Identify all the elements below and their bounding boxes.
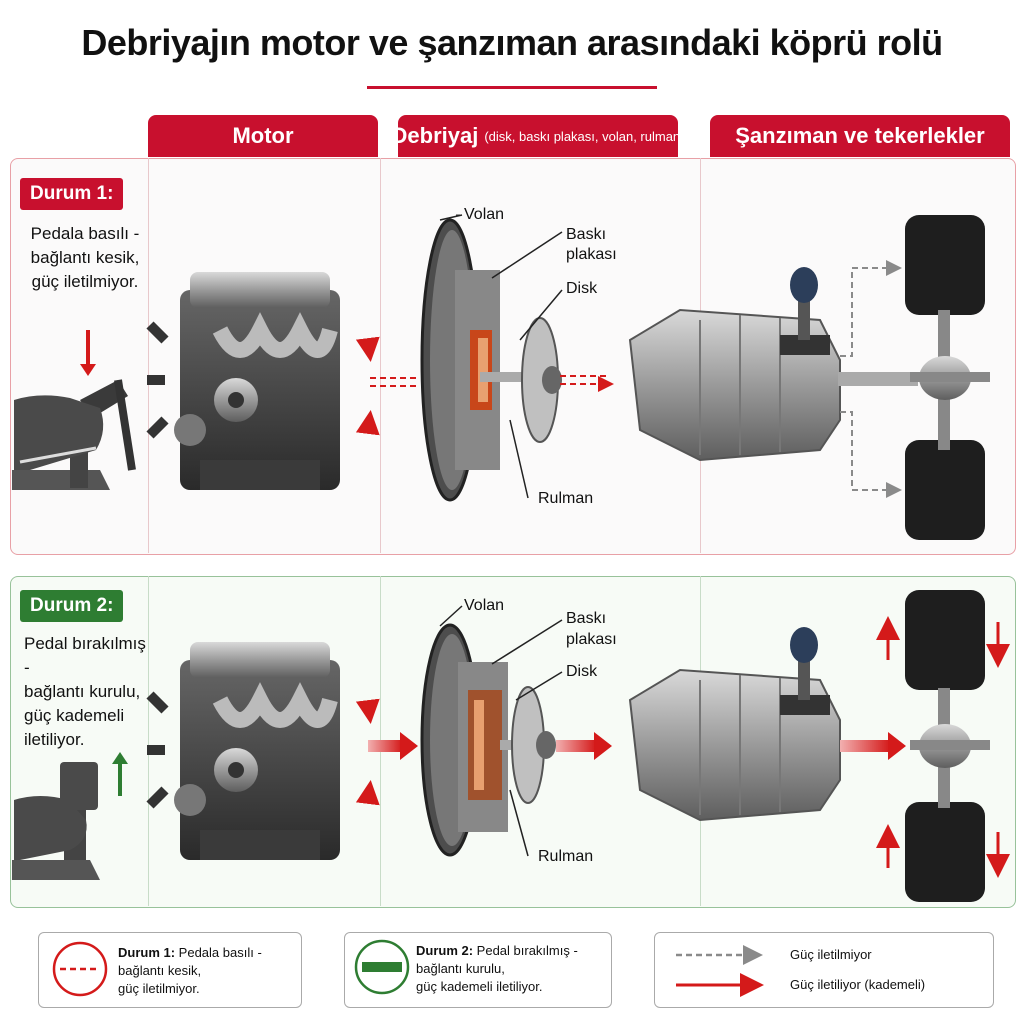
state1-description: Pedala basılı - bağlantı kesik, güç ilet… <box>20 222 150 294</box>
legend-state1-line3: güç iletilmiyor. <box>118 981 200 996</box>
divider <box>700 576 701 906</box>
label-rulman: Rulman <box>538 490 594 507</box>
state2-description: Pedal bırakılmış - bağlantı kurulu, güç … <box>24 632 154 752</box>
divider <box>380 576 381 906</box>
label-volan: Volan <box>464 206 505 223</box>
legend-arrows <box>654 932 994 1008</box>
column-header-clutch-sub: (disk, baskı plakası, volan, rulman) <box>484 128 685 144</box>
label-baski: Baskı <box>566 226 607 243</box>
label-plakasi: plakası <box>566 631 617 648</box>
label-rulman: Rulman <box>538 848 594 865</box>
divider <box>380 158 381 553</box>
legend-state1-text: Durum 1: Pedala basılı - bağlantı kesik,… <box>118 944 262 998</box>
legend-state2-line3: güç kademeli iletiliyor. <box>416 979 543 994</box>
state2-line3: güç kademeli <box>24 706 125 725</box>
divider <box>148 158 149 553</box>
label-volan: Volan <box>464 597 505 614</box>
label-plakasi: plakası <box>566 246 617 263</box>
column-header-transmission: Şanzıman ve tekerlekler <box>710 115 1010 157</box>
state2-line4: iletiliyor. <box>24 730 85 749</box>
column-header-transmission-label: Şanzıman ve tekerlekler <box>735 123 985 148</box>
divider <box>700 158 701 553</box>
legend-state1-bold: Durum 1: <box>118 945 176 960</box>
column-header-motor-label: Motor <box>232 123 294 148</box>
title-underline <box>367 86 657 89</box>
legend-solid-label: Güç iletiliyor (kademeli) <box>790 977 926 992</box>
label-disk: Disk <box>566 663 598 680</box>
label-disk: Disk <box>566 280 598 297</box>
page-title: Debriyajın motor ve şanzıman arasındaki … <box>81 22 943 63</box>
state2-line1: Pedal bırakılmış - <box>24 634 146 677</box>
state2-line2: bağlantı kurulu, <box>24 682 141 701</box>
state2-panel <box>10 576 1016 908</box>
legend-state1-line2: bağlantı kesik, <box>118 963 202 978</box>
column-header-clutch-label: Debriyaj <box>391 123 479 148</box>
legend-state2-bold: Durum 2: <box>416 943 474 958</box>
state2-badge: Durum 2: <box>20 590 124 622</box>
legend-state2-rest: Pedal bırakılmış - <box>473 943 578 958</box>
label-baski: Baskı <box>566 610 607 627</box>
state1-badge: Durum 1: <box>20 178 124 210</box>
legend-state2-text: Durum 2: Pedal bırakılmış - bağlantı kur… <box>416 942 578 996</box>
state1-line3: güç iletilmiyor. <box>31 272 139 291</box>
state1-panel <box>10 158 1016 555</box>
state1-line1: Pedala basılı - <box>30 224 140 243</box>
state1-line2: bağlantı kesik, <box>30 248 140 267</box>
legend-dashed-label: Güç iletilmiyor <box>790 947 872 962</box>
legend-state2-line2: bağlantı kurulu, <box>416 961 505 976</box>
column-header-clutch: Debriyaj (disk, baskı plakası, volan, rul… <box>392 115 684 157</box>
legend-state1-rest: Pedala basılı - <box>175 945 262 960</box>
column-header-motor: Motor <box>148 115 378 157</box>
